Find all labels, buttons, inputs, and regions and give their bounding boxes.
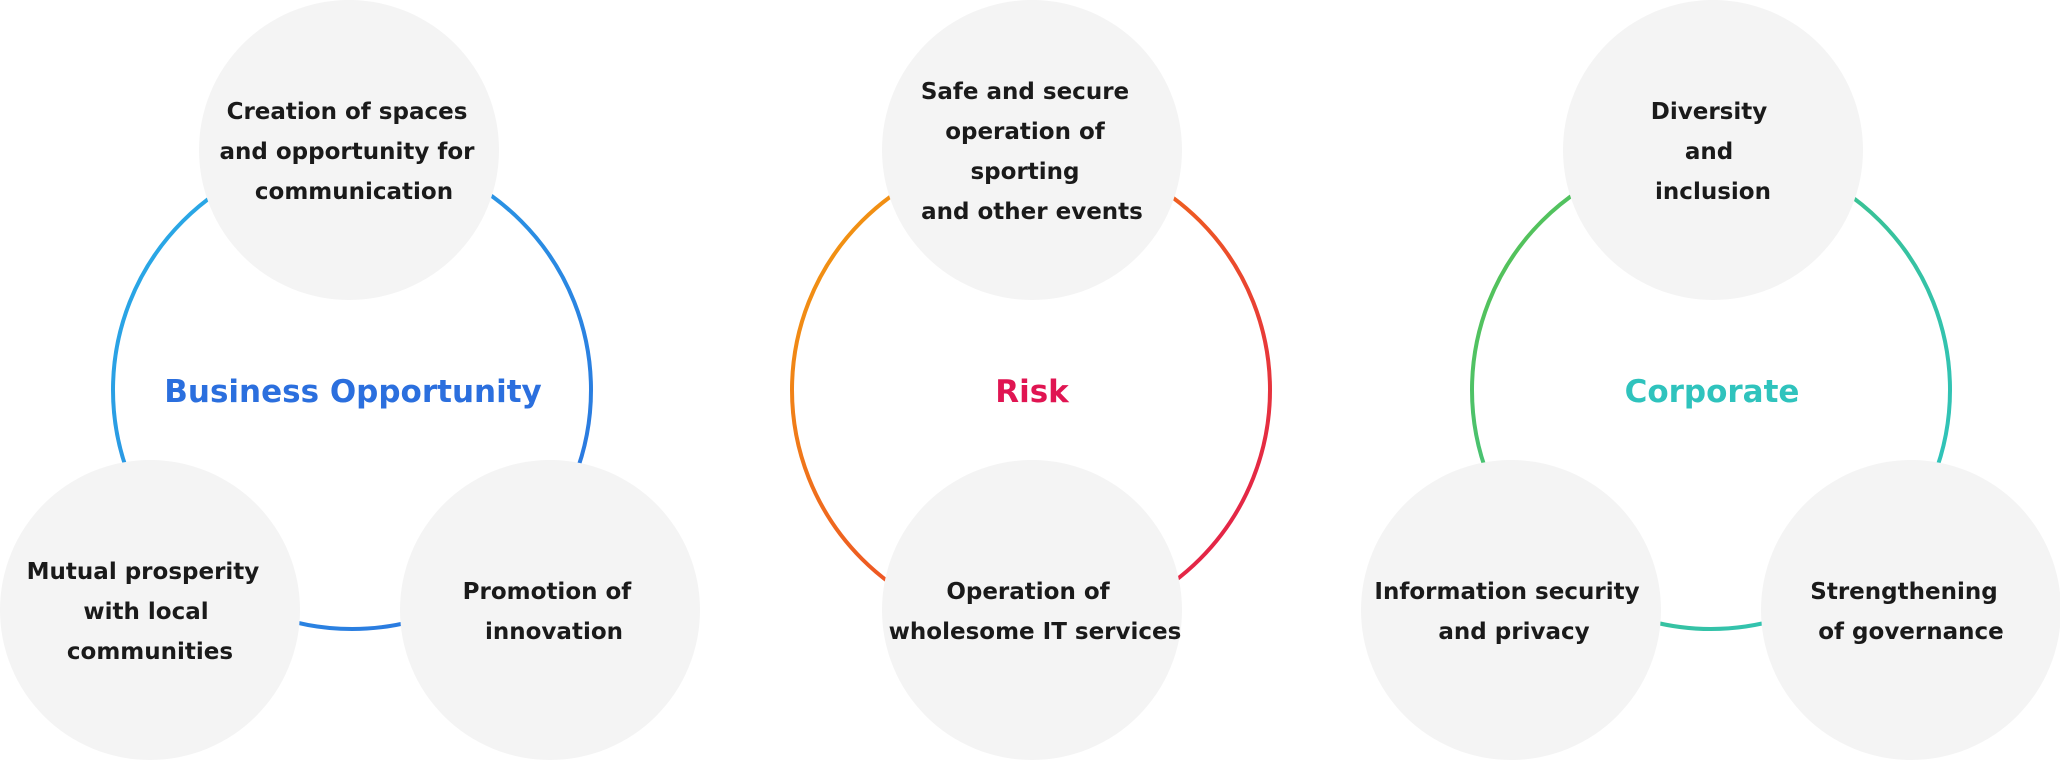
node-label-line: and other events [921, 199, 1143, 225]
node-label-line: innovation [485, 619, 623, 645]
node-label-line: Mutual prosperity [27, 559, 260, 585]
node-label-line: wholesome IT services [889, 619, 1182, 645]
node-label-line: and [1685, 139, 1733, 165]
group-corporate: Diversity and inclusion Information secu… [1361, 0, 2060, 760]
node-label-communication: Creation of spaces and opportunity for c… [219, 99, 482, 205]
node-circle [400, 460, 700, 760]
node-label-line: Operation of [946, 579, 1110, 605]
node-label-line: of governance [1818, 619, 2004, 645]
node-label-sporting-events: Safe and secure operation of sporting an… [921, 79, 1143, 225]
node-label-line: sporting [970, 159, 1079, 185]
node-circle [1361, 460, 1661, 760]
node-circle [199, 0, 499, 300]
node-label-line: operation of [945, 119, 1106, 145]
node-label-diversity: Diversity and inclusion [1651, 99, 1776, 205]
group-title: Business Opportunity [164, 374, 542, 410]
node-label-line: Creation of spaces [227, 99, 468, 125]
node-circle [1761, 460, 2060, 760]
node-label-line: and opportunity for [219, 139, 475, 165]
group-title: Corporate [1625, 374, 1800, 410]
node-circle [0, 460, 300, 760]
node-label-innovation: Promotion of innovation [463, 579, 640, 645]
node-circle [882, 460, 1182, 760]
group-title: Risk [995, 374, 1070, 410]
node-label-line: communication [255, 179, 453, 205]
node-label-governance: Strengthening of governance [1810, 579, 2005, 645]
node-label-line: Strengthening [1810, 579, 1997, 605]
node-label-line: Information security [1374, 579, 1639, 605]
node-label-line: communities [67, 639, 233, 665]
node-label-line: and privacy [1438, 619, 1589, 645]
node-label-line: Diversity [1651, 99, 1767, 125]
node-label-line: Promotion of [463, 579, 633, 605]
node-label-line: Safe and secure [921, 79, 1129, 105]
node-label-line: with local [83, 599, 208, 625]
node-circle [882, 0, 1182, 300]
group-business-opportunity: Creation of spaces and opportunity for c… [0, 0, 700, 760]
node-label-local-communities: Mutual prosperity with local communities [27, 559, 268, 665]
group-risk: Safe and secure operation of sporting an… [790, 0, 1272, 760]
node-label-information-security: Information security and privacy [1374, 579, 1647, 645]
node-circle [1563, 0, 1863, 300]
node-label-it-services: Operation of wholesome IT services [889, 579, 1182, 645]
node-label-line: inclusion [1655, 179, 1771, 205]
